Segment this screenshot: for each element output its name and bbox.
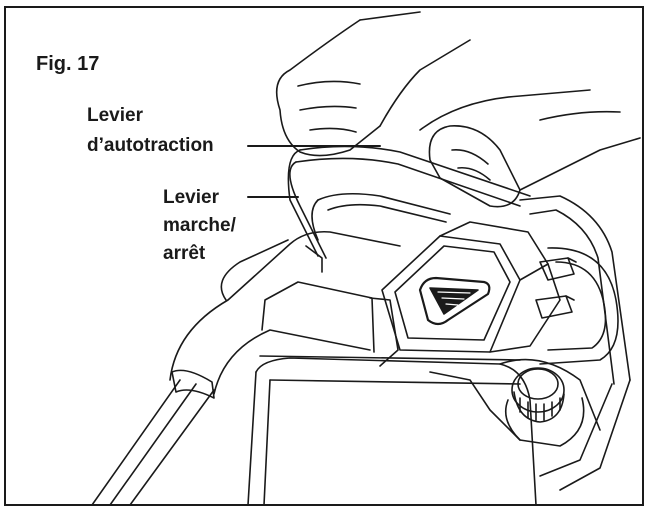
on-off-lever: [311, 192, 451, 241]
on-off-label-line2: marche/: [163, 215, 236, 236]
figure-label: Fig. 17: [36, 53, 100, 75]
control-housing: [381, 221, 561, 353]
self-propel-label-line1: Levier: [87, 105, 143, 126]
cable-connectors: [535, 257, 577, 319]
console-body: [169, 230, 537, 506]
right-hand-illustration: [419, 89, 641, 208]
figure-frame: [4, 6, 644, 506]
right-handle-frame: [519, 195, 631, 491]
adjustment-knob: [504, 367, 585, 447]
self-propel-lever: [287, 145, 531, 259]
left-hand-illustration: [275, 11, 471, 157]
left-handle-tube: [91, 369, 215, 506]
on-off-label-line1: Levier: [163, 187, 219, 208]
arrow-button: [418, 276, 491, 326]
lower-housing: [429, 358, 601, 441]
on-off-label-line3: arrêt: [163, 243, 206, 264]
self-propel-label-line2: d’autotraction: [87, 135, 214, 156]
